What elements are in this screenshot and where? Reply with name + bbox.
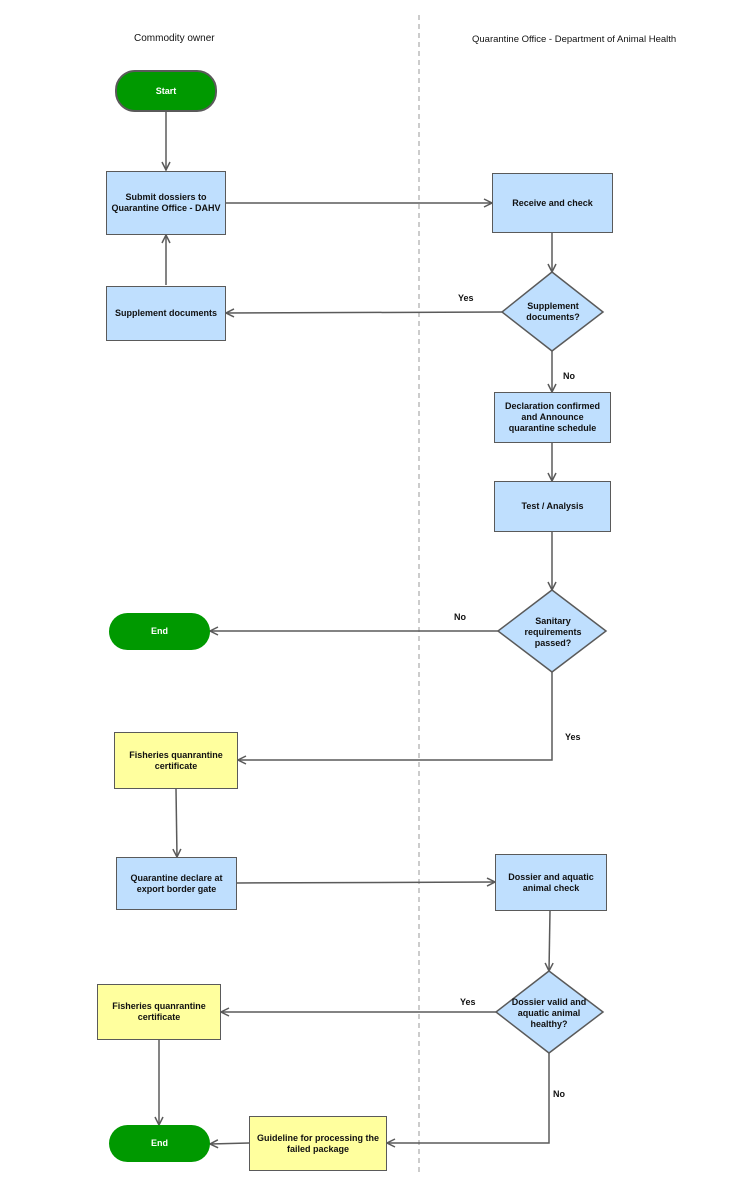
lane-title-quarantine-office: Quarantine Office - Department of Animal… [472, 34, 677, 45]
edge-guideline-end2 [210, 1143, 250, 1144]
declare-export-box: Quarantine declare at export border gate [116, 857, 237, 910]
declaration-box: Declaration confirmed and Announce quara… [494, 392, 611, 443]
sanitary-decision-diamond [496, 589, 608, 673]
sanitary-decision-label: Sanitary requirements passed? [524, 615, 582, 648]
supplement-decision-diamond [500, 271, 605, 352]
end-terminal-2: End [109, 1125, 210, 1162]
supplement-documents-box: Supplement documents [106, 286, 226, 341]
certificate-box-2: Fisheries quanrantine certificate [97, 984, 221, 1040]
test-analysis-box: Test / Analysis [494, 481, 611, 532]
edge-label-supplement-no: No [563, 371, 575, 381]
dossier-decision-label: Dossier valid and aquatic animal healthy… [511, 996, 587, 1029]
edge-label-dossier-yes: Yes [460, 997, 476, 1007]
edge-label-sanitary-no: No [454, 612, 466, 622]
edge-sanq-cert1 [238, 672, 553, 760]
edge-cert1-declare [176, 788, 177, 857]
submit-dossiers-box: Submit dossiers to Quarantine Office - D… [106, 171, 226, 235]
lane-title-commodity-owner: Commodity owner [134, 33, 215, 44]
edge-dosq-guideline [387, 1053, 550, 1143]
dossier-decision-diamond [494, 970, 605, 1054]
edge-dossier-dosq [549, 910, 550, 971]
supplement-decision-label: Supplement documents? [526, 301, 580, 322]
edge-label-dossier-no: No [553, 1089, 565, 1099]
edge-label-supplement-yes: Yes [458, 293, 474, 303]
start-terminal: Start [115, 70, 217, 112]
edge-declare-dossier [236, 882, 495, 883]
edge-suppq-supplement [226, 312, 503, 313]
certificate-box-1: Fisheries quanrantine certificate [114, 732, 238, 789]
edge-label-sanitary-yes: Yes [565, 732, 581, 742]
guideline-box: Guideline for processing the failed pack… [249, 1116, 387, 1171]
end-terminal-1: End [109, 613, 210, 650]
receive-check-box: Receive and check [492, 173, 613, 233]
dossier-check-box: Dossier and aquatic animal check [495, 854, 607, 911]
